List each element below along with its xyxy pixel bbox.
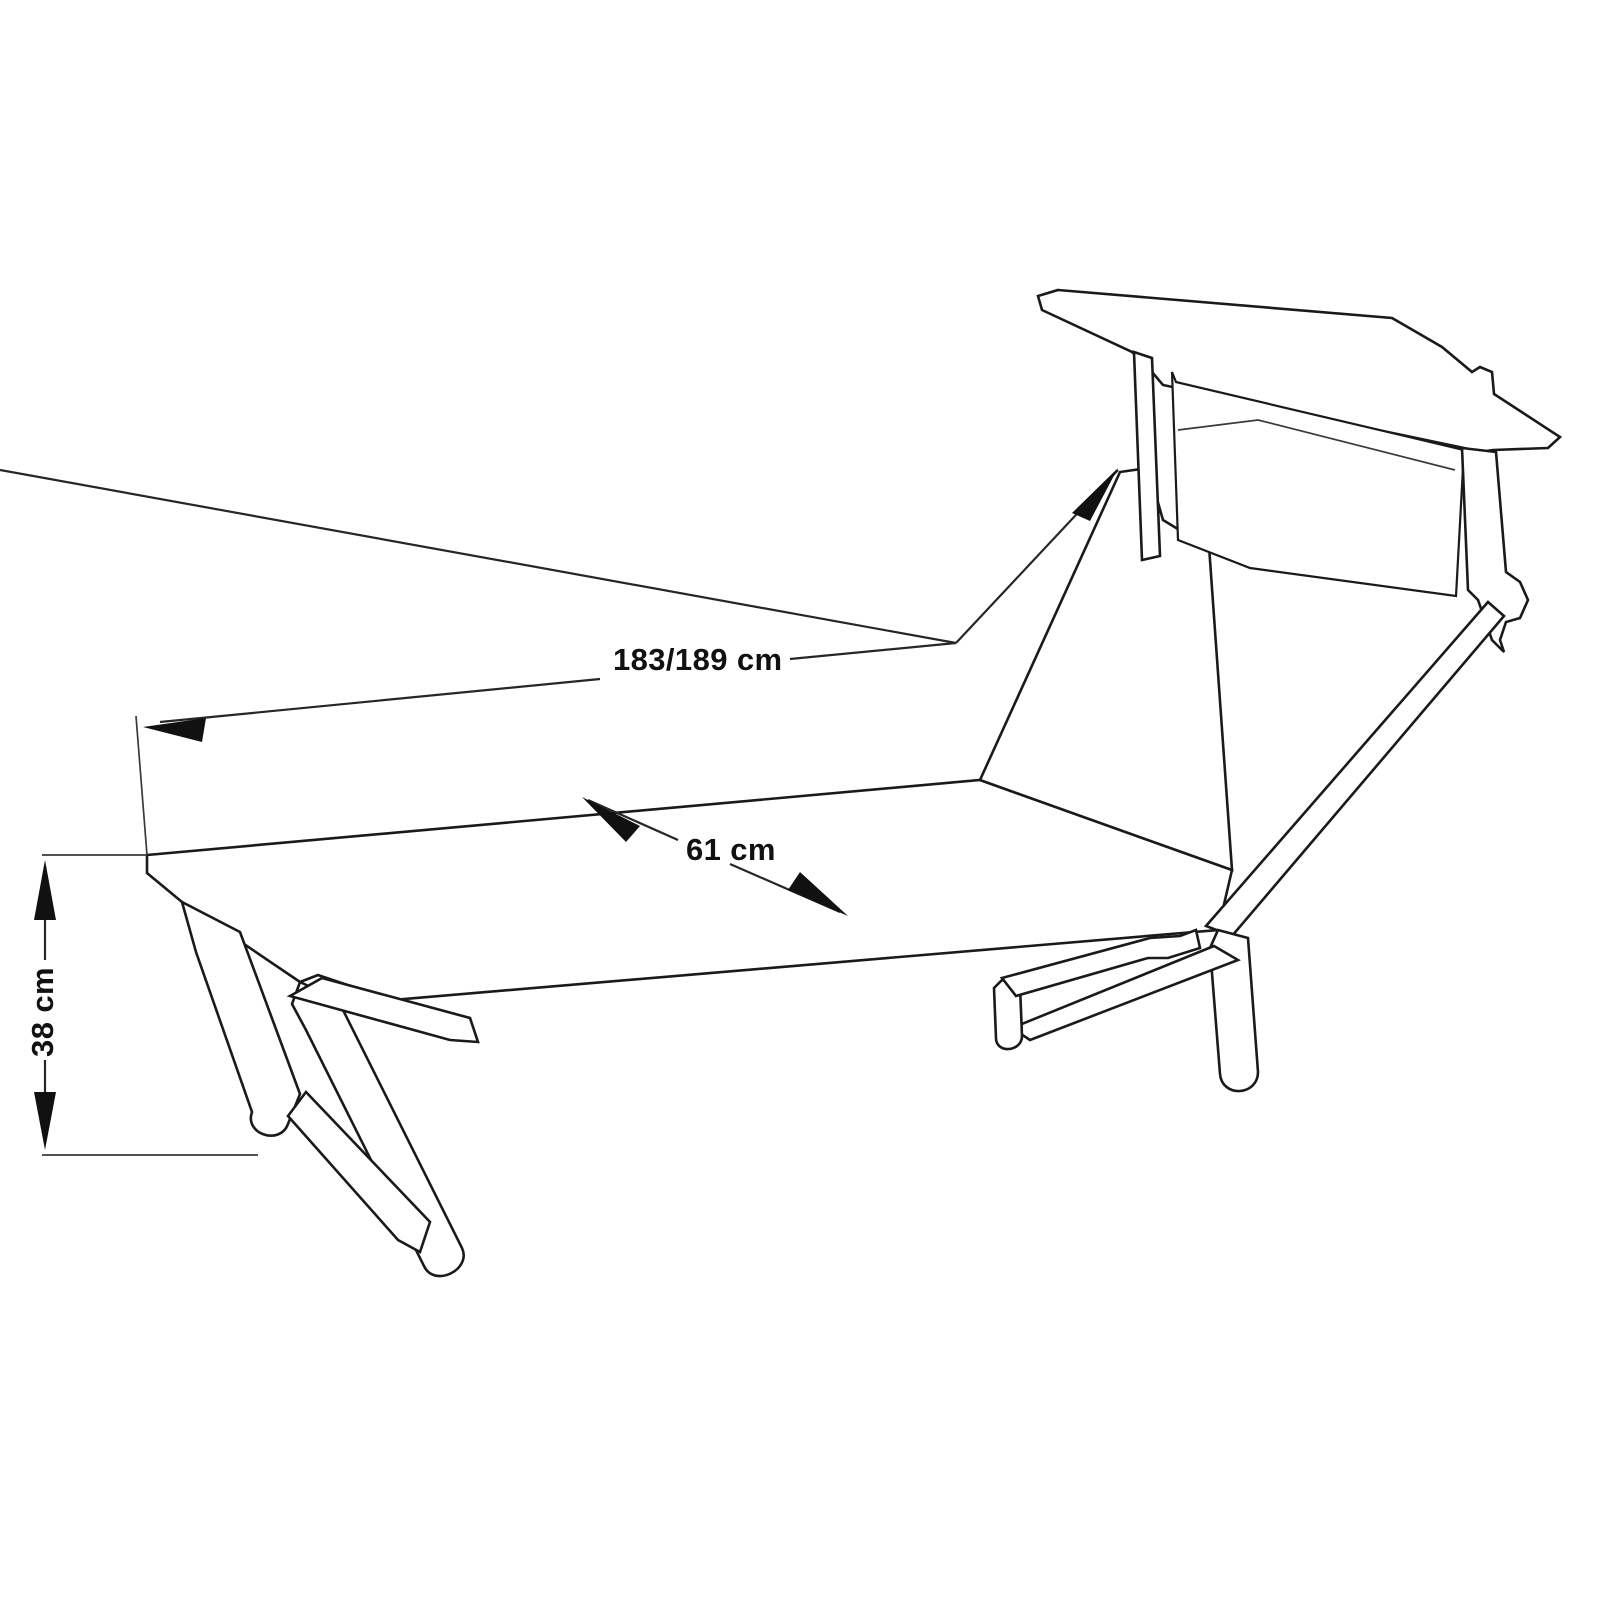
backrest-top-rail	[1036, 288, 1563, 454]
dimension-width-label: 61 cm	[686, 832, 776, 867]
dimension-width: 61 cm	[582, 797, 848, 916]
backrest-side-panel	[1170, 371, 1466, 598]
dimension-height: 38 cm	[25, 854, 258, 1156]
backrest-panel	[978, 466, 1234, 872]
right-side-frame-rail	[1203, 600, 1506, 938]
dimension-length-label: 183/189 cm	[613, 642, 782, 677]
right-leg-assembly	[992, 928, 1260, 1093]
backrest-left-post	[1132, 350, 1162, 562]
left-leg-assembly	[179, 899, 480, 1278]
backrest-right-post	[1460, 446, 1530, 653]
dimension-height-label: 38 cm	[25, 967, 60, 1057]
dimension-length: 183/189 cm	[0, 468, 1119, 856]
